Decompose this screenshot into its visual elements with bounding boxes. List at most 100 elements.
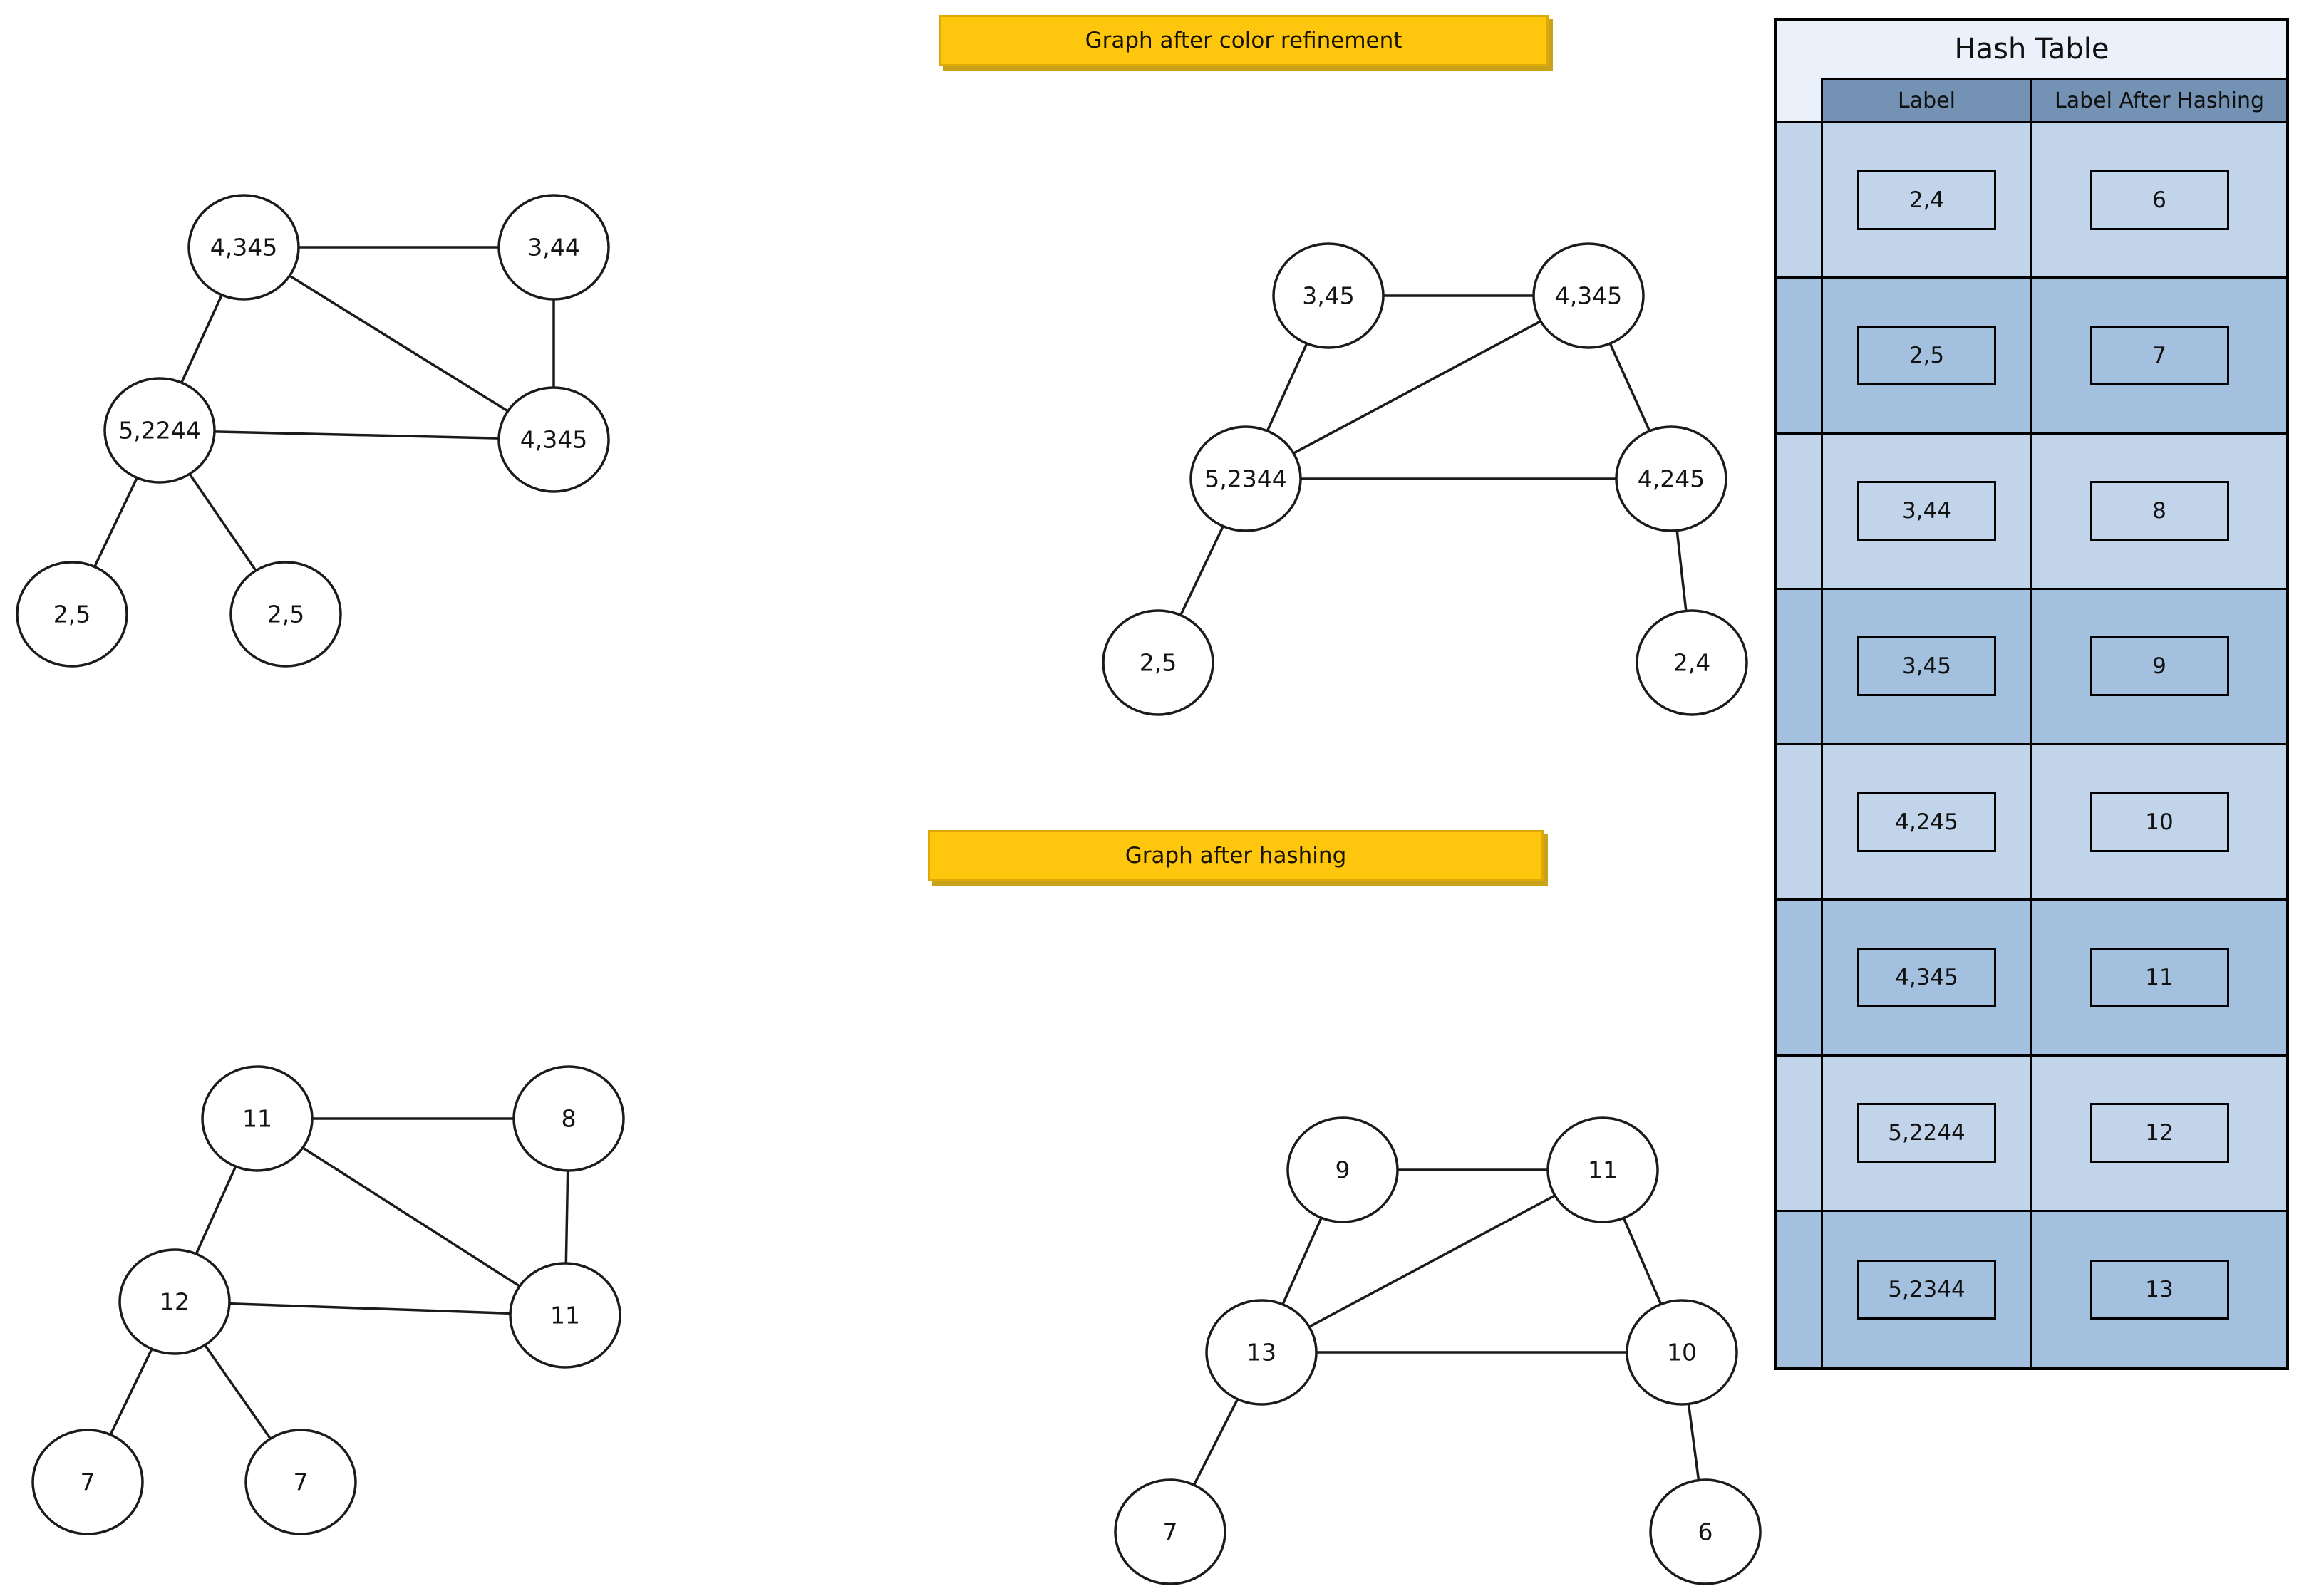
- graph-node-label: 10: [1667, 1339, 1697, 1367]
- graph-node-label: 6: [1698, 1518, 1713, 1546]
- label-box: 4,345: [1857, 947, 1996, 1007]
- graph-edge: [174, 1300, 566, 1317]
- graph-node-label: 9: [1336, 1156, 1350, 1184]
- hash-box: 9: [2089, 636, 2229, 697]
- hash-table-hash-cell: 10: [2032, 745, 2286, 901]
- hash-table-header-label: Label: [1823, 78, 2032, 123]
- graph-node: [31, 1429, 144, 1535]
- hash-table-row-strip: [1777, 745, 1823, 901]
- hash-box: 13: [2089, 1259, 2229, 1320]
- graph-node-label: 12: [160, 1288, 190, 1316]
- graph-edge: [159, 429, 554, 441]
- graph-node-label: 4,345: [210, 234, 277, 261]
- graph-node-label: 5,2344: [1204, 465, 1286, 493]
- graph-node-label: 2,5: [53, 601, 91, 628]
- hash-box: 8: [2089, 481, 2229, 542]
- label-box: 2,4: [1857, 170, 1996, 230]
- graph-node-label: 13: [1246, 1339, 1276, 1367]
- graph-node: [1286, 1116, 1399, 1223]
- graph-node: [103, 377, 216, 484]
- hash-table-label-cell: 3,45: [1823, 589, 2032, 745]
- label-box: 3,44: [1857, 481, 1996, 542]
- banner-color-refinement-label: Graph after color refinement: [1085, 28, 1402, 53]
- hash-table-title: Hash Table: [1777, 21, 2286, 78]
- hash-table-label-cell: 5,2244: [1823, 1056, 2032, 1212]
- graph-node: [1546, 1116, 1659, 1223]
- hash-table-label-cell: 5,2344: [1823, 1211, 2032, 1367]
- hash-box: 6: [2089, 170, 2229, 230]
- graph-node: [1615, 425, 1727, 532]
- graph-node-label: 3,44: [527, 234, 579, 261]
- graph-node-label: 2,5: [1140, 649, 1177, 677]
- label-box: 5,2344: [1857, 1259, 1996, 1320]
- graph-node-label: 4,345: [1555, 282, 1622, 310]
- label-box: 5,2244: [1857, 1103, 1996, 1164]
- graph-node: [1189, 425, 1302, 532]
- hash-table-row-strip: [1777, 279, 1823, 435]
- hash-table-label-cell: 2,5: [1823, 279, 2032, 435]
- graph-node-label: 7: [294, 1468, 309, 1496]
- label-box: 4,245: [1857, 792, 1996, 852]
- hash-table-row-strip: [1777, 434, 1823, 590]
- graph-node: [512, 1065, 625, 1172]
- graph-node: [229, 561, 342, 668]
- graph-node-label: 11: [550, 1302, 580, 1330]
- hash-table: Hash Table Label Label After Hashing 2,4…: [1774, 18, 2289, 1370]
- hash-table-hash-cell: 12: [2032, 1056, 2286, 1212]
- graph-edge: [1245, 294, 1589, 480]
- hash-table-label-cell: 4,345: [1823, 901, 2032, 1057]
- graph-node: [1114, 1478, 1226, 1585]
- banner-color-refinement: Graph after color refinement: [939, 15, 1549, 66]
- hash-table-header-hash: Label After Hashing: [2032, 78, 2286, 123]
- graph-edge: [1261, 1168, 1603, 1354]
- graph-node: [1636, 609, 1748, 716]
- graph-edge: [243, 246, 554, 441]
- graph-node: [1272, 242, 1385, 349]
- hash-table-hash-cell: 13: [2032, 1211, 2286, 1367]
- hash-box: 10: [2089, 792, 2229, 852]
- graph-node: [1102, 609, 1214, 716]
- hash-table-label-cell: 2,4: [1823, 123, 2032, 279]
- graph-node-label: 11: [242, 1105, 272, 1133]
- hash-table-label-cell: 3,44: [1823, 434, 2032, 590]
- graph-node: [1532, 242, 1645, 349]
- graph-original-labels: 4,345 3,44 5,2244 4,345 2,5 2,5: [16, 194, 610, 668]
- hash-table-hash-cell: 6: [2032, 123, 2286, 279]
- graph-node: [497, 386, 610, 493]
- graph-node: [201, 1065, 314, 1172]
- graph-node: [509, 1262, 621, 1369]
- graph-node-label: 11: [1588, 1156, 1618, 1184]
- hash-table-label-cell: 4,245: [1823, 745, 2032, 901]
- hash-table-hash-cell: 7: [2032, 279, 2286, 435]
- graph-node: [497, 194, 610, 301]
- label-box: 2,5: [1857, 325, 1996, 385]
- graph-node-label: 7: [1163, 1518, 1178, 1546]
- graph-node-label: 5,2244: [118, 417, 200, 445]
- graph-node: [16, 561, 128, 668]
- hash-table-row-strip: [1777, 1211, 1823, 1367]
- graph-node: [244, 1429, 357, 1535]
- banner-hashing: Graph after hashing: [928, 830, 1544, 881]
- graph-edge: [257, 1117, 566, 1317]
- hash-table-row-strip: [1777, 123, 1823, 279]
- graph-node: [1205, 1299, 1318, 1406]
- graph-node-label: 3,45: [1302, 282, 1354, 310]
- hash-box: 12: [2089, 1103, 2229, 1164]
- graph-node: [1626, 1299, 1738, 1406]
- hash-table-row-strip: [1777, 1056, 1823, 1212]
- graph-node-label: 4,345: [520, 426, 587, 454]
- label-box: 3,45: [1857, 636, 1996, 697]
- graph-node-label: 2,5: [267, 601, 304, 628]
- hash-table-row-strip: [1777, 901, 1823, 1057]
- graph-node-label: 8: [562, 1105, 577, 1133]
- graph-node: [187, 194, 300, 301]
- graph-node-label: 7: [81, 1468, 95, 1496]
- hash-box: 7: [2089, 325, 2229, 385]
- hash-box: 11: [2089, 947, 2229, 1007]
- hash-table-hash-cell: 11: [2032, 901, 2286, 1057]
- graph-node-label: 4,245: [1638, 465, 1705, 493]
- hash-table-header-strip: [1777, 78, 1823, 123]
